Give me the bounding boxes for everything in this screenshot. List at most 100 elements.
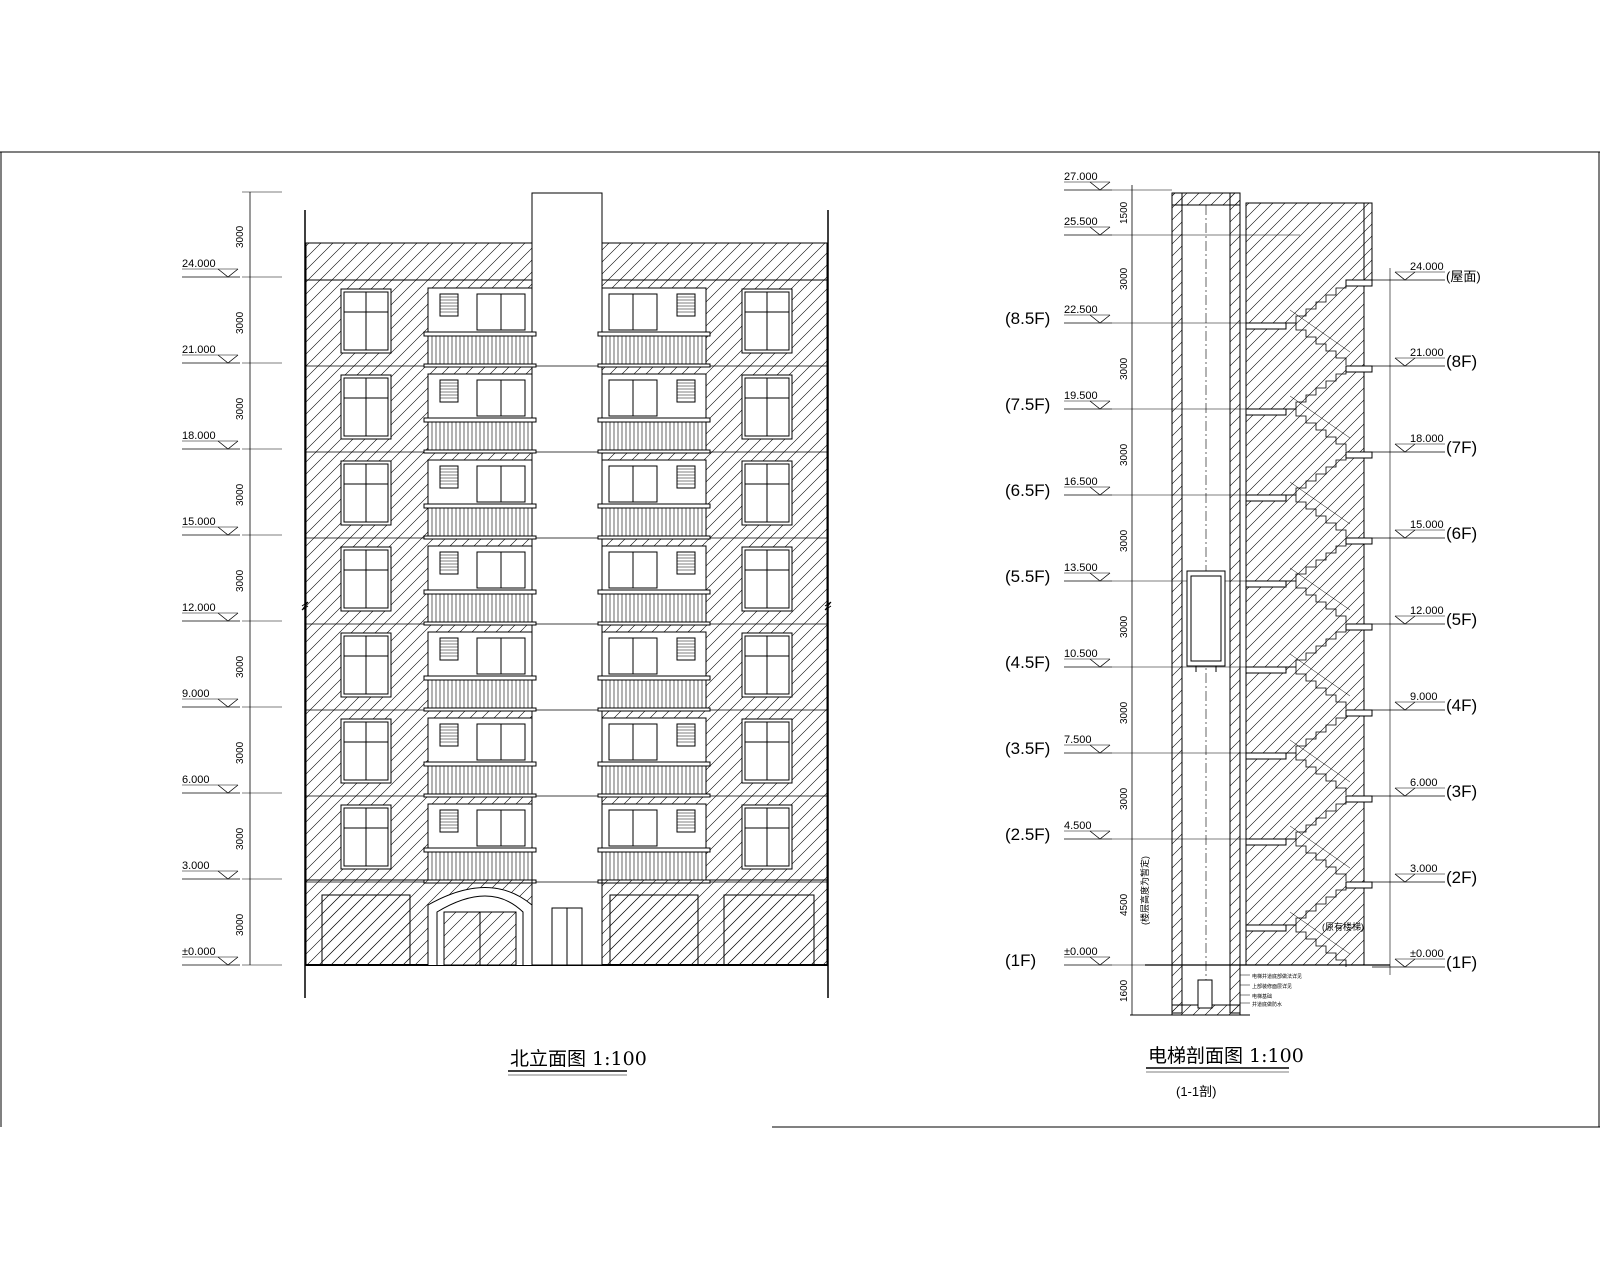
parapet-right (601, 242, 828, 281)
louver-vent (439, 809, 459, 833)
elevation-level-markers: ±0.00030003.00030006.00030009.000300012.… (182, 191, 282, 966)
elevation-dim-0: 3000 (235, 913, 246, 936)
elevation-level-0-label: ±0.000 (182, 946, 216, 958)
section-left-level-4-triangle (1089, 658, 1111, 668)
section-left-level-1-label: 19.500 (1064, 390, 1098, 402)
elevation-level-3-label: 9.000 (182, 688, 210, 700)
section-right-level-5-label: 9.000 (1410, 691, 1438, 703)
railing-top (597, 417, 711, 423)
stair-landing (1245, 752, 1287, 760)
elevation-level-4-label: 12.000 (182, 602, 216, 614)
elevation-dim-5: 3000 (235, 483, 246, 506)
louver-vent (439, 637, 459, 661)
section-left-level-2-label: 16.500 (1064, 476, 1098, 488)
section-right-floor-1: (8F) (1446, 352, 1477, 371)
section-left-level-0-triangle (1089, 314, 1111, 324)
stair-floor-slab (1345, 365, 1373, 373)
balcony-slab (597, 707, 711, 712)
elevator-car (1186, 570, 1226, 1009)
section-left-level-6-label: 4.500 (1064, 820, 1092, 832)
elevation-level-5-label: 15.000 (182, 516, 216, 528)
louver-vent (676, 637, 696, 661)
stair-handrail (1289, 911, 1351, 955)
elevation-level-8-label: 24.000 (182, 258, 216, 270)
section-left-dim-5: 3000 (1119, 787, 1130, 810)
section-right-floor-6: (3F) (1446, 782, 1477, 801)
section-right-levels: 24.000(屋面)21.000(8F)18.000(7F)15.000(6F)… (1372, 261, 1481, 975)
break-marks (301, 601, 832, 611)
stair-flights (1245, 279, 1373, 967)
stair-landing (1245, 924, 1287, 932)
balcony-slab (423, 621, 537, 626)
elevator-door (551, 907, 583, 966)
louver-vent (439, 465, 459, 489)
section-top-dim-0: 1500 (1119, 201, 1130, 224)
railing-top (597, 847, 711, 853)
stair-floor-slab (1345, 709, 1373, 717)
section-right-floor-5: (4F) (1446, 696, 1477, 715)
section-left-level-2-triangle (1089, 486, 1111, 496)
louver-vent (439, 379, 459, 403)
stair-flight (1286, 838, 1347, 881)
stair-landing (1245, 322, 1287, 330)
section-left-level-6-triangle (1089, 830, 1111, 840)
stair-floor-slab (1345, 623, 1373, 631)
balcony-slab (597, 535, 711, 540)
elevator-shaft-elevation (531, 192, 603, 966)
stair-flight (1286, 580, 1347, 623)
north-elevation: ±0.00030003.00030006.00030009.000300012.… (182, 191, 832, 1076)
section-left-level-1-triangle (1089, 400, 1111, 410)
section-right-level-4-label: 12.000 (1410, 605, 1444, 617)
balcony-slab (597, 621, 711, 626)
section-left-dim-1: 3000 (1119, 443, 1130, 466)
shopfronts (321, 894, 815, 966)
section-title: 电梯剖面图 1:100 (1148, 1045, 1304, 1067)
section-level-top2-triangle (1089, 226, 1111, 236)
pit-note-3: 电梯基础 (1252, 993, 1272, 1000)
section-right-floor-2: (7F) (1446, 438, 1477, 457)
louver-vent (676, 379, 696, 403)
louver-vent (676, 723, 696, 747)
section-subtitle: (1-1剖) (1176, 1084, 1216, 1099)
section-left-dim-3: 3000 (1119, 615, 1130, 638)
section-right-level-7-triangle (1394, 873, 1416, 883)
stair-handrail (1289, 653, 1351, 697)
section-right-level-1-triangle (1394, 357, 1416, 367)
section-right-level-3-triangle (1394, 529, 1416, 539)
stair-flight-return (1286, 539, 1347, 582)
section-left-floor-5: (3.5F) (1005, 739, 1050, 758)
section-left-dim-7: 1600 (1119, 979, 1130, 1002)
section-left-level-7-triangle (1089, 956, 1111, 966)
parapet-left (305, 242, 533, 281)
stair-floor-slab (1345, 451, 1373, 459)
stair-handrail (1289, 739, 1351, 783)
elevation-dim-7: 3000 (235, 311, 246, 334)
section-right-level-8-triangle (1394, 958, 1416, 968)
stair-landing (1245, 580, 1287, 588)
elevation-level-4-triangle (217, 612, 239, 622)
stair-floor-slab (1345, 537, 1373, 545)
section-left-floor-0: (8.5F) (1005, 309, 1050, 328)
railing-top (597, 589, 711, 595)
stair-landing (1245, 666, 1287, 674)
section-right-level-7-label: 3.000 (1410, 863, 1438, 875)
railing-top (597, 675, 711, 681)
pit-note-4: 井道底做防水 (1252, 1001, 1282, 1008)
elevation-level-1-triangle (217, 870, 239, 880)
elevation-level-2-triangle (217, 784, 239, 794)
stair-flight-return (1286, 797, 1347, 840)
section-right-level-2-triangle (1394, 443, 1416, 453)
balcony-slab (423, 449, 537, 454)
drawing-frame (0, 151, 1600, 1128)
stair-flight-return (1286, 711, 1347, 754)
section-left-dim-4: 3000 (1119, 701, 1130, 724)
section-left-floor-7: (1F) (1005, 951, 1036, 970)
railing-top (597, 761, 711, 767)
stair-flight-return (1286, 281, 1347, 324)
section-left-dim-6: 4500 (1119, 893, 1130, 916)
stair-floor-slab (1345, 279, 1373, 287)
railing-top (597, 503, 711, 509)
entrance-arch (427, 887, 533, 966)
balcony-slab (423, 707, 537, 712)
